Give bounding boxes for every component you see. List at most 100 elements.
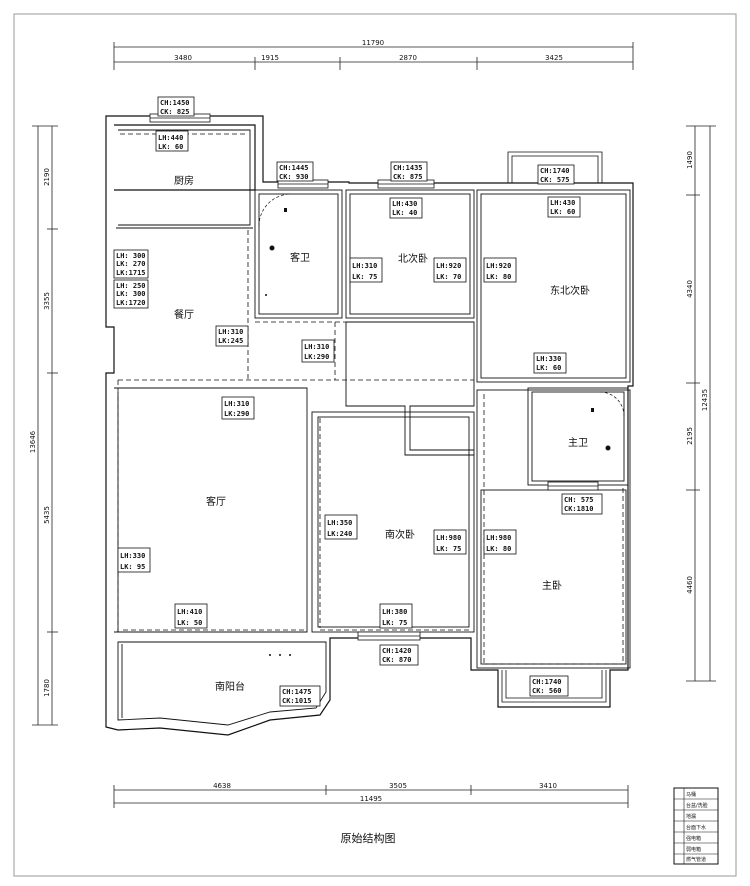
left-dim-4: 1780 — [43, 679, 51, 697]
svg-text:LK: 270: LK: 270 — [116, 260, 146, 268]
bottom-total-dim: 11495 — [360, 795, 382, 803]
left-dim-3: 5435 — [43, 506, 51, 524]
room-master-bath: 主卫 — [568, 437, 588, 449]
tag-north-right: LH:920 LK: 70 — [433, 257, 467, 283]
svg-text:CH:1740: CH:1740 — [532, 678, 562, 686]
svg-text:LK:245: LK:245 — [218, 337, 243, 345]
svg-text:LH:310: LH:310 — [218, 328, 243, 336]
left-dimension — [32, 125, 58, 726]
room-guest-bath: 客卫 — [290, 251, 310, 264]
svg-text:LH:310: LH:310 — [304, 343, 329, 351]
drawing-caption: 原始结构图 — [341, 831, 396, 845]
legend-item: 马桶 — [686, 791, 696, 798]
tag-living-left: LH:330 LK: 95 — [117, 547, 151, 573]
right-dimension — [686, 125, 716, 682]
room-south-balcony: 南阳台 — [215, 680, 245, 693]
room-dining: 餐厅 — [174, 308, 194, 321]
legend-item: 弱电箱 — [686, 846, 701, 853]
svg-text:LK: 75: LK: 75 — [352, 273, 377, 281]
svg-text:LH:920: LH:920 — [486, 262, 511, 270]
svg-text:CK: 930: CK: 930 — [279, 173, 309, 181]
bottom-dim-2: 3505 — [389, 782, 407, 790]
svg-text:LK:1715: LK:1715 — [116, 269, 146, 277]
right-total-dim: 12435 — [701, 389, 709, 411]
tag-master-window: CH:1740 CK: 560 — [529, 675, 569, 697]
fixtures — [265, 208, 611, 656]
legend-box: 马桶 台盆/洗脸 地漏 台面下水 强电箱 弱电箱 燃气管道 — [673, 787, 719, 865]
top-dim-1: 3480 — [174, 54, 192, 62]
legend-item: 燃气管道 — [686, 856, 706, 863]
svg-text:LK: 60: LK: 60 — [550, 208, 575, 216]
tag-south-left: LH:350 LK:240 — [324, 514, 358, 540]
svg-text:CH:1740: CH:1740 — [540, 167, 570, 175]
svg-text:LK: 95: LK: 95 — [120, 563, 145, 571]
tag-kitchen-window: CH:1450 CK: 825 — [157, 96, 195, 117]
svg-text:LK: 75: LK: 75 — [382, 619, 407, 627]
top-dim-4: 3425 — [545, 54, 563, 62]
tag-south-right: LH:980 LK: 75 — [433, 529, 467, 555]
svg-text:LK:290: LK:290 — [224, 410, 249, 418]
legend-item: 地漏 — [686, 813, 696, 820]
svg-text:LK: 40: LK: 40 — [392, 209, 417, 217]
windows — [149, 113, 599, 641]
svg-text:CK:1015: CK:1015 — [282, 697, 312, 705]
room-kitchen: 厨房 — [174, 174, 194, 187]
legend-item: 台面下水 — [686, 824, 706, 831]
svg-text:LH:350: LH:350 — [327, 519, 352, 527]
tag-ne-left: LH:920 LK: 80 — [483, 257, 517, 283]
left-total-dim: 13646 — [29, 430, 37, 453]
svg-text:CK:1810: CK:1810 — [564, 505, 594, 513]
svg-text:LH:380: LH:380 — [382, 608, 407, 616]
svg-text:LH:330: LH:330 — [120, 552, 145, 560]
top-total-dim: 11790 — [362, 39, 384, 47]
bay-windows — [501, 151, 607, 703]
exterior-walls — [105, 115, 634, 736]
tag-ne-bottom: LH:330 LK: 60 — [533, 352, 567, 374]
svg-text:LH:430: LH:430 — [392, 200, 417, 208]
tag-south-window: CH:1420 CK: 870 — [379, 644, 419, 666]
tag-north-window: CH:1435 CK: 875 — [390, 161, 428, 182]
right-dim-1: 1490 — [686, 151, 694, 169]
room-north-bedroom: 北次卧 — [398, 252, 428, 265]
svg-text:LH:920: LH:920 — [436, 262, 461, 270]
svg-text:LK: 80: LK: 80 — [486, 273, 511, 281]
svg-text:LK: 60: LK: 60 — [536, 364, 561, 372]
svg-text:LK:240: LK:240 — [327, 530, 352, 538]
svg-text:LK:1720: LK:1720 — [116, 299, 146, 307]
svg-text:LH: 300: LH: 300 — [116, 252, 146, 260]
room-living: 客厅 — [206, 495, 226, 508]
tag-north-left: LH:310 LK: 75 — [349, 257, 383, 283]
svg-text:LH:330: LH:330 — [536, 355, 561, 363]
right-dim-4: 4460 — [686, 576, 694, 594]
right-dim-2: 4340 — [686, 280, 694, 298]
svg-text:CK: 870: CK: 870 — [382, 656, 412, 664]
bottom-dim-3: 3410 — [539, 782, 557, 790]
svg-text:LK: 50: LK: 50 — [177, 619, 202, 627]
svg-text:CH:1450: CH:1450 — [160, 99, 190, 107]
bottom-dimension — [113, 785, 629, 808]
top-dimension — [113, 42, 634, 70]
tag-living-top: LH:310 LK:290 — [221, 396, 255, 420]
tag-corridor: LH:310 LK:290 — [301, 339, 335, 363]
svg-text:LK: 75: LK: 75 — [436, 545, 461, 553]
sheet-frame — [13, 13, 737, 877]
door-swings — [258, 193, 625, 417]
svg-text:LH: 250: LH: 250 — [116, 282, 146, 290]
tag-dining-beam: LH:310 LK:245 — [215, 325, 249, 347]
svg-text:LH:980: LH:980 — [486, 534, 511, 542]
svg-text:CK: 575: CK: 575 — [540, 176, 570, 184]
room-northeast-bedroom: 东北次卧 — [550, 284, 590, 297]
left-dim-2: 3355 — [43, 292, 51, 310]
tag-guestbath-window: CH:1445 CK: 930 — [276, 161, 314, 182]
svg-text:LH:410: LH:410 — [177, 608, 202, 616]
tag-north-top: LH:430 LK: 40 — [389, 197, 423, 219]
room-south-bedroom: 南次卧 — [385, 528, 415, 541]
tag-masterbath-window: CH: 575 CK:1810 — [561, 493, 603, 515]
svg-text:LH:310: LH:310 — [224, 400, 249, 408]
room-master-bedroom: 主卧 — [542, 579, 562, 592]
svg-text:CH:1475: CH:1475 — [282, 688, 312, 696]
top-dim-3: 2870 — [399, 54, 417, 62]
left-dim-1: 2190 — [43, 168, 51, 186]
svg-text:LH:980: LH:980 — [436, 534, 461, 542]
